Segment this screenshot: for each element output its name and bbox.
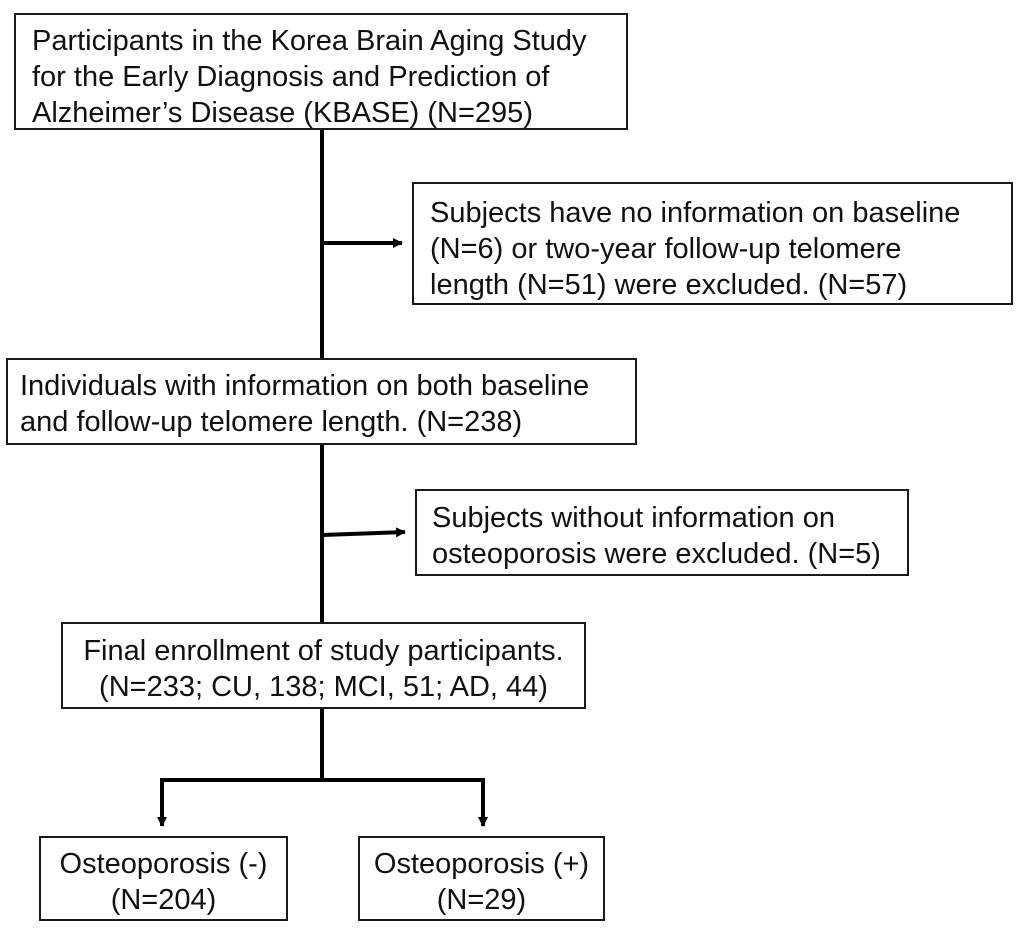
individuals-line: and follow-up telomere length. (N=238) [20, 406, 523, 438]
participants-box: Participants in the Korea Brain Aging St… [14, 13, 628, 130]
osteoporosis-negative-count: (N=204) [110, 884, 217, 916]
exclusion-telomere-line: length (N=51) were excluded. (N=57) [430, 269, 908, 301]
arrow-exclusion-2 [321, 527, 406, 538]
osteoporosis-negative-label: Osteoporosis (-) [59, 848, 268, 880]
exclusion-osteoporosis-line: osteoporosis were excluded. (N=5) [432, 538, 881, 570]
osteoporosis-negative-box: Osteoporosis (-) (N=204) [39, 836, 288, 921]
exclusion-telomere-line: Subjects have no information on baseline [430, 197, 961, 229]
exclusion-box-telomere: Subjects have no information on baseline… [412, 182, 1013, 305]
participants-line: Alzheimer’s Disease (KBASE) (N=295) [32, 97, 533, 129]
exclusion-box-osteoporosis: Subjects without information on osteopor… [415, 489, 909, 576]
individuals-line: Individuals with information on both bas… [20, 370, 590, 402]
exclusion-osteoporosis-line: Subjects without information on [432, 502, 835, 534]
individuals-box: Individuals with information on both bas… [6, 358, 637, 445]
osteoporosis-positive-count: (N=29) [436, 884, 527, 916]
osteoporosis-positive-box: Osteoporosis (+) (N=29) [358, 836, 605, 921]
exclusion-telomere-line: (N=6) or two-year follow-up telomere [430, 233, 902, 265]
osteoporosis-positive-label: Osteoporosis (+) [373, 848, 590, 880]
participants-line: Participants in the Korea Brain Aging St… [32, 25, 587, 57]
final-enrollment-line: (N=233; CU, 138; MCI, 51; AD, 44) [99, 671, 548, 703]
final-enrollment-box: Final enrollment of study participants. … [61, 622, 586, 709]
participants-line: for the Early Diagnosis and Prediction o… [32, 61, 550, 93]
final-enrollment-line: Final enrollment of study participants. [83, 635, 564, 667]
